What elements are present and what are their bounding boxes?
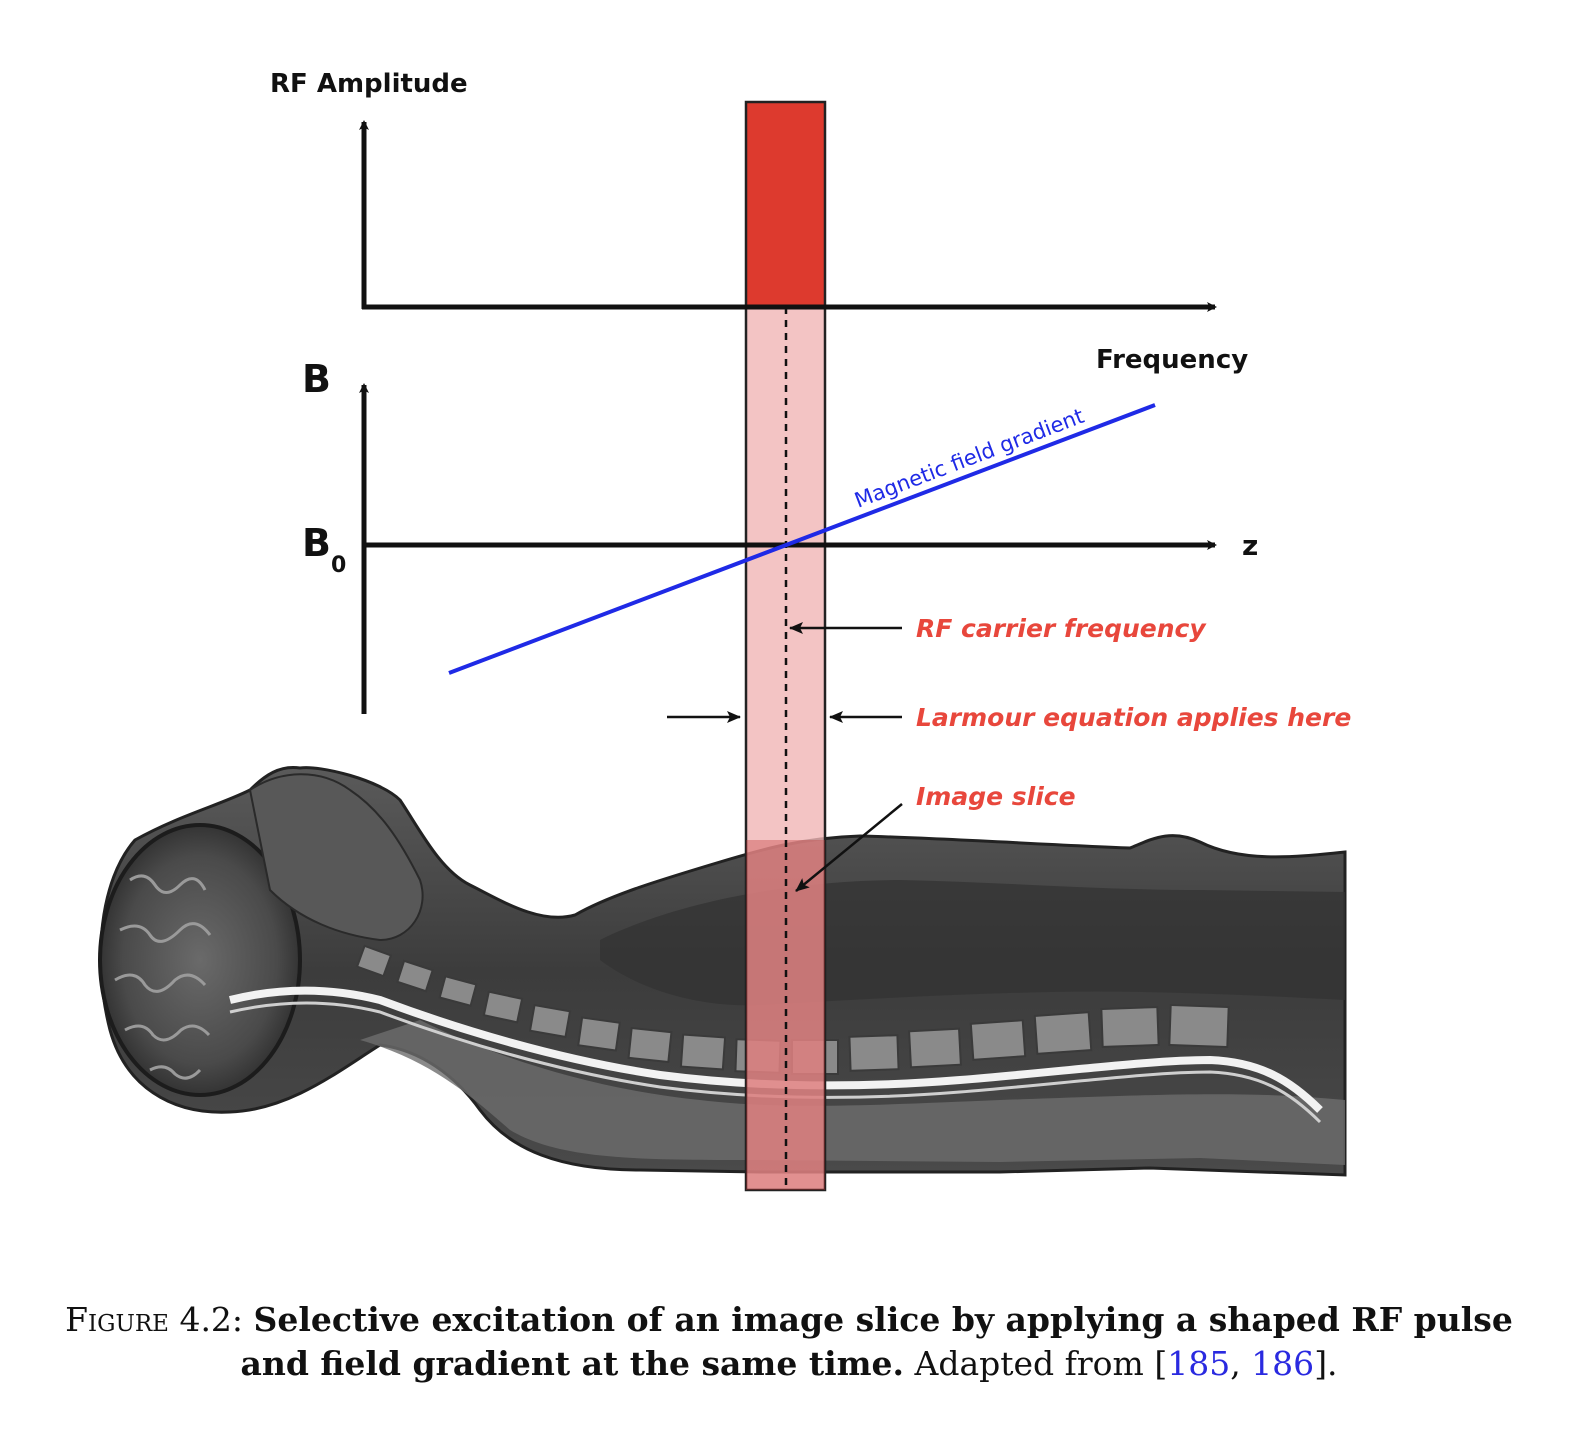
- brain-folds: [114, 874, 212, 1080]
- mri-body-image: [98, 765, 1347, 1177]
- brain: [98, 823, 302, 1097]
- gradient-line: [448, 403, 1156, 675]
- b0-main: B: [302, 521, 331, 565]
- image-slice-label: Image slice: [916, 782, 1076, 811]
- caption-ref-185[interactable]: 185: [1167, 1344, 1231, 1383]
- b-axis-label: B: [302, 357, 331, 401]
- posterior-tissue: [360, 1020, 1345, 1165]
- z-axis-label: z: [1242, 529, 1258, 562]
- gradient-label: Magnetic field gradient: [851, 404, 1087, 513]
- face-region: [248, 773, 424, 942]
- caption-ref-separator: ,: [1230, 1344, 1252, 1383]
- rf-pulse-rect: [744, 100, 827, 309]
- caption-bold-text: Selective excitation of an image slice b…: [240, 1300, 1513, 1383]
- rf-carrier-label: RF carrier frequency: [916, 614, 1207, 643]
- caption-normal-text: Adapted from [: [914, 1344, 1168, 1383]
- frequency-label: Frequency: [1096, 345, 1248, 375]
- b0-label: B0: [302, 521, 346, 578]
- caption-figure-label: Figure 4.2:: [65, 1300, 244, 1339]
- larmour-label: Larmour equation applies here: [916, 703, 1351, 732]
- caption-end: ].: [1314, 1344, 1338, 1383]
- figure-caption: Figure 4.2: Selective excitation of an i…: [40, 1298, 1538, 1386]
- caption-ref-186[interactable]: 186: [1251, 1344, 1315, 1383]
- image-slice-arrow: [795, 803, 903, 892]
- rf-amplitude-label: RF Amplitude: [270, 69, 468, 99]
- slice-selection-diagram: RF Amplitude Frequency B B0 z Magnetic f…: [98, 69, 1351, 1192]
- b0-subscript: 0: [331, 553, 346, 578]
